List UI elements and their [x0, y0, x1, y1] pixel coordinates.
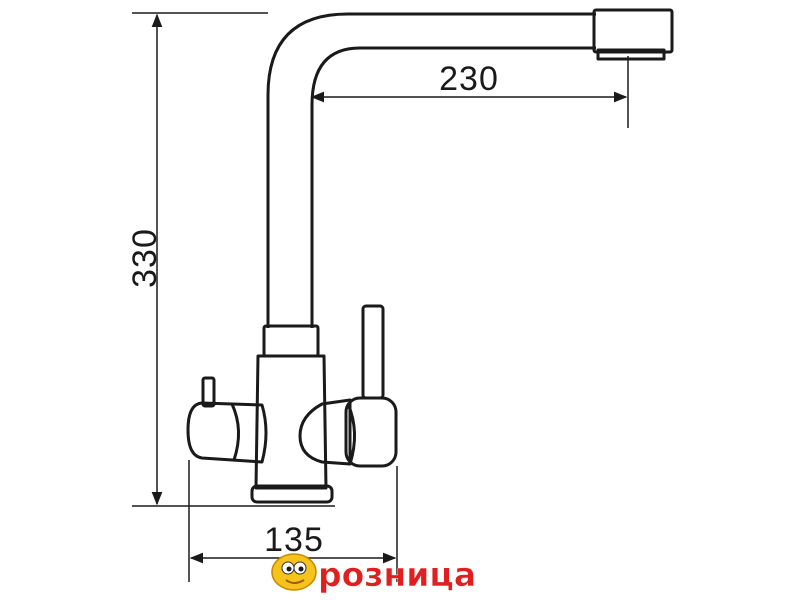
body-collar	[262, 324, 320, 358]
right-handle-cap	[346, 403, 356, 465]
logo-text: розница	[318, 555, 476, 594]
left-lever-pin	[201, 376, 216, 408]
nozzle-aerator	[596, 48, 666, 61]
dim-reach-label: 230	[439, 60, 499, 98]
spout-tube-outer	[266, 12, 596, 328]
right-handle	[298, 398, 352, 466]
spout-nozzle	[592, 8, 674, 54]
faucet-outline	[186, 8, 674, 504]
left-handle	[186, 401, 268, 464]
right-lever-stem	[361, 304, 385, 400]
faucet-base	[250, 484, 334, 504]
dimension-lines	[132, 12, 629, 582]
logo-mascot-icon	[271, 553, 317, 591]
roznica-logo: розница	[271, 553, 476, 594]
left-handle-cap	[230, 403, 240, 461]
faucet-body	[254, 354, 328, 490]
dim-height-label: 330	[126, 228, 164, 288]
dim-base-label: 135	[264, 521, 324, 559]
